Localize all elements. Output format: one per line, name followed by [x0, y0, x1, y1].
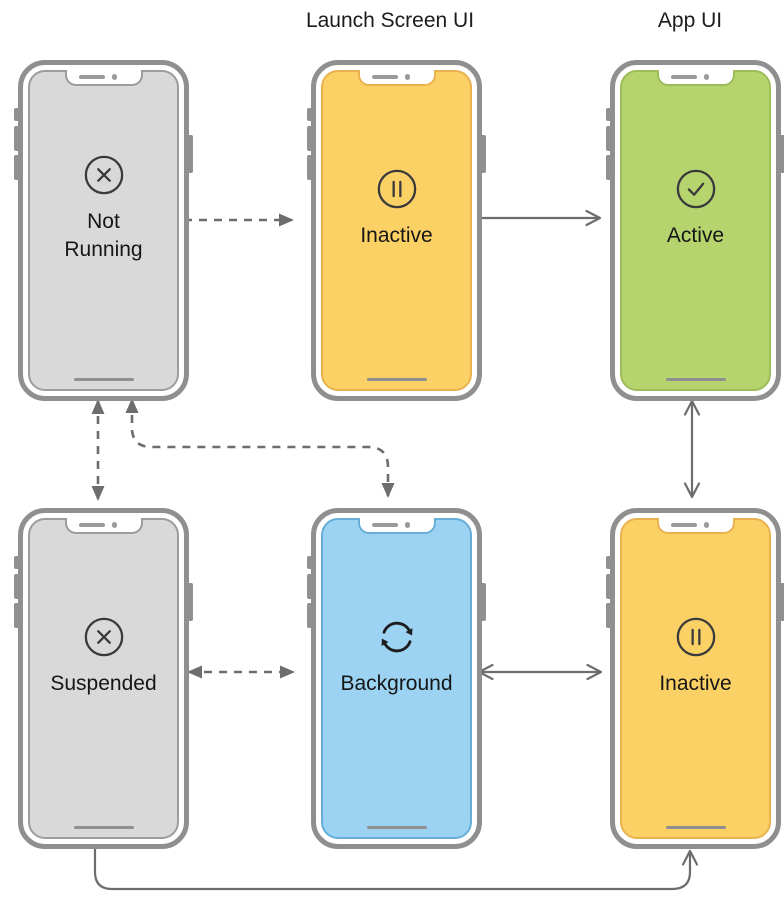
volume-up-button	[14, 126, 18, 151]
mute-switch	[606, 556, 610, 569]
speaker-icon	[78, 523, 105, 527]
phone-screen: Inactive	[321, 70, 472, 391]
volume-up-button	[606, 574, 610, 599]
phone-screen: Not Running	[28, 70, 179, 391]
home-indicator	[73, 826, 134, 829]
speaker-icon	[670, 523, 697, 527]
power-button	[482, 135, 486, 173]
pause-circle-icon	[377, 169, 416, 208]
state-label: Not Running	[64, 209, 143, 261]
mute-switch	[307, 556, 311, 569]
power-button	[781, 583, 784, 621]
phone-not-running: Not Running	[14, 60, 193, 401]
home-indicator	[665, 378, 726, 381]
phone-background: Background	[307, 508, 486, 849]
volume-down-button	[606, 155, 610, 180]
camera-icon	[404, 74, 410, 80]
sync-icon	[381, 621, 412, 652]
phone-inactive-top: Inactive	[307, 60, 486, 401]
state-label: Inactive	[360, 223, 433, 247]
mute-switch	[14, 556, 18, 569]
pause-circle-icon	[676, 617, 715, 656]
camera-icon	[111, 522, 117, 528]
state-label: Inactive	[659, 671, 732, 695]
home-indicator	[366, 826, 427, 829]
check-circle-icon	[676, 169, 715, 208]
notch	[656, 70, 735, 86]
mute-switch	[606, 108, 610, 121]
x-circle-icon	[84, 617, 123, 656]
state-label: Background	[340, 671, 453, 695]
volume-up-button	[606, 126, 610, 151]
camera-icon	[703, 522, 709, 528]
home-indicator	[665, 826, 726, 829]
phone-screen: Suspended	[28, 518, 179, 839]
notch	[64, 518, 143, 534]
camera-icon	[703, 74, 709, 80]
power-button	[189, 583, 193, 621]
speaker-icon	[670, 75, 697, 79]
power-button	[189, 135, 193, 173]
mute-switch	[14, 108, 18, 121]
phone-screen: Inactive	[620, 518, 771, 839]
home-indicator	[73, 378, 134, 381]
app-ui-header: App UI	[657, 9, 723, 32]
volume-down-button	[307, 155, 311, 180]
speaker-icon	[371, 75, 398, 79]
state-label: Suspended	[50, 671, 157, 695]
camera-icon	[404, 522, 410, 528]
state-label: Active	[666, 223, 725, 247]
x-circle-icon	[84, 155, 123, 194]
phone-inactive-bottom: Inactive	[606, 508, 784, 849]
mute-switch	[307, 108, 311, 121]
power-button	[781, 135, 784, 173]
phone-screen: Background	[321, 518, 472, 839]
notch	[656, 518, 735, 534]
volume-down-button	[14, 603, 18, 628]
arrow-not-running-background-two-way	[125, 398, 395, 498]
volume-down-button	[307, 603, 311, 628]
camera-icon	[111, 74, 117, 80]
volume-up-button	[307, 574, 311, 599]
volume-up-button	[14, 574, 18, 599]
volume-up-button	[307, 126, 311, 151]
notch	[357, 70, 436, 86]
speaker-icon	[371, 523, 398, 527]
launch-screen-ui-header: Launch Screen UI	[305, 9, 475, 32]
phone-active: Active	[606, 60, 784, 401]
notch	[357, 518, 436, 534]
phone-screen: Active	[620, 70, 771, 391]
notch	[64, 70, 143, 86]
speaker-icon	[78, 75, 105, 79]
volume-down-button	[14, 155, 18, 180]
home-indicator	[366, 378, 427, 381]
volume-down-button	[606, 603, 610, 628]
power-button	[482, 583, 486, 621]
phone-suspended: Suspended	[14, 508, 193, 849]
